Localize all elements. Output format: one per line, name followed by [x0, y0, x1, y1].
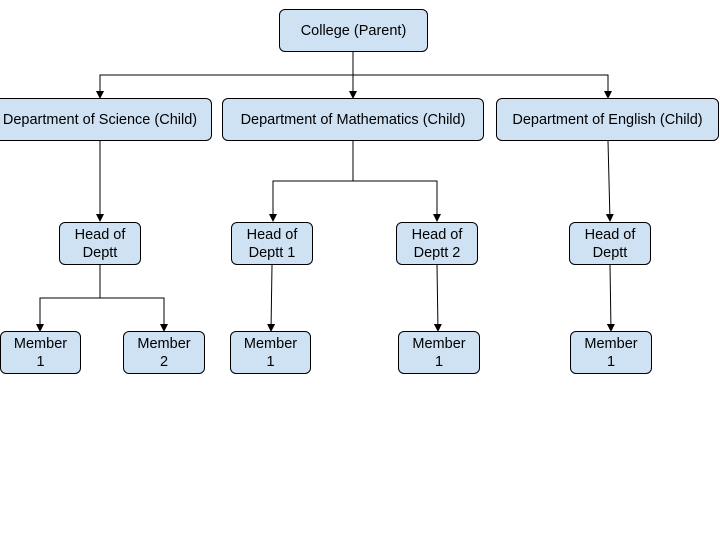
node-english-member-1[interactable]: Member 1	[570, 331, 652, 374]
node-english-head-line2: Deptt	[592, 244, 628, 261]
connector-science-head-to-member2	[100, 297, 168, 332]
node-department-english-label: Department of English (Child)	[512, 111, 703, 128]
node-science-head-line2: Deptt	[82, 244, 118, 261]
connector-college-to-departments	[96, 52, 354, 99]
connector-english-head-to-member	[606, 264, 615, 332]
connector-math-to-head1	[269, 141, 354, 222]
node-math-head2-member-1-line2: 1	[434, 353, 444, 370]
node-department-mathematics[interactable]: Department of Mathematics (Child)	[222, 98, 484, 141]
node-english-head-line1: Head of	[584, 226, 636, 243]
node-math-head1-member-1-line2: 1	[266, 353, 275, 370]
node-english-member-1-line2: 1	[606, 353, 616, 370]
node-english-head[interactable]: Head of Deptt	[569, 222, 651, 265]
node-department-mathematics-label: Department of Mathematics (Child)	[240, 111, 466, 128]
node-college-parent[interactable]: College (Parent)	[279, 9, 428, 52]
connector-college-to-english	[353, 74, 612, 99]
node-math-head-2-line2: Deptt 2	[413, 244, 461, 261]
node-science-head[interactable]: Head of Deptt	[59, 222, 141, 265]
node-math-head1-member-1-line1: Member	[243, 335, 298, 352]
node-science-member-1-line1: Member	[13, 335, 68, 352]
node-math-head2-member-1[interactable]: Member 1	[398, 331, 480, 374]
node-math-head2-member-1-line1: Member	[412, 335, 466, 352]
node-english-member-1-line1: Member	[584, 335, 638, 352]
node-math-head-1-line2: Deptt 1	[248, 244, 296, 261]
node-department-science[interactable]: Department of Science (Child)	[0, 98, 212, 141]
node-science-member-1-line2: 1	[36, 353, 45, 370]
node-department-science-label: Department of Science (Child)	[2, 111, 198, 128]
node-math-head1-member-1[interactable]: Member 1	[230, 331, 311, 374]
node-science-member-1[interactable]: Member 1	[0, 331, 81, 374]
node-math-head-2-line1: Head of	[411, 226, 463, 243]
node-department-english[interactable]: Department of English (Child)	[496, 98, 719, 141]
connector-english-to-head	[605, 140, 614, 222]
connector-math-head1-to-member	[267, 264, 276, 332]
node-science-member-2-line1: Member	[137, 335, 191, 352]
node-math-head-2[interactable]: Head of Deptt 2	[396, 222, 478, 265]
node-science-member-2[interactable]: Member 2	[123, 331, 205, 374]
node-science-member-2-line2: 2	[159, 353, 169, 370]
node-science-head-line1: Head of	[74, 226, 126, 243]
connector-math-head2-to-member	[433, 264, 442, 332]
connector-math-to-head2	[353, 180, 441, 222]
node-math-head-1-line1: Head of	[246, 226, 298, 243]
node-math-head-1[interactable]: Head of Deptt 1	[231, 222, 313, 265]
node-college-label: College (Parent)	[300, 22, 407, 39]
connector-science-head-to-member1	[36, 265, 101, 332]
